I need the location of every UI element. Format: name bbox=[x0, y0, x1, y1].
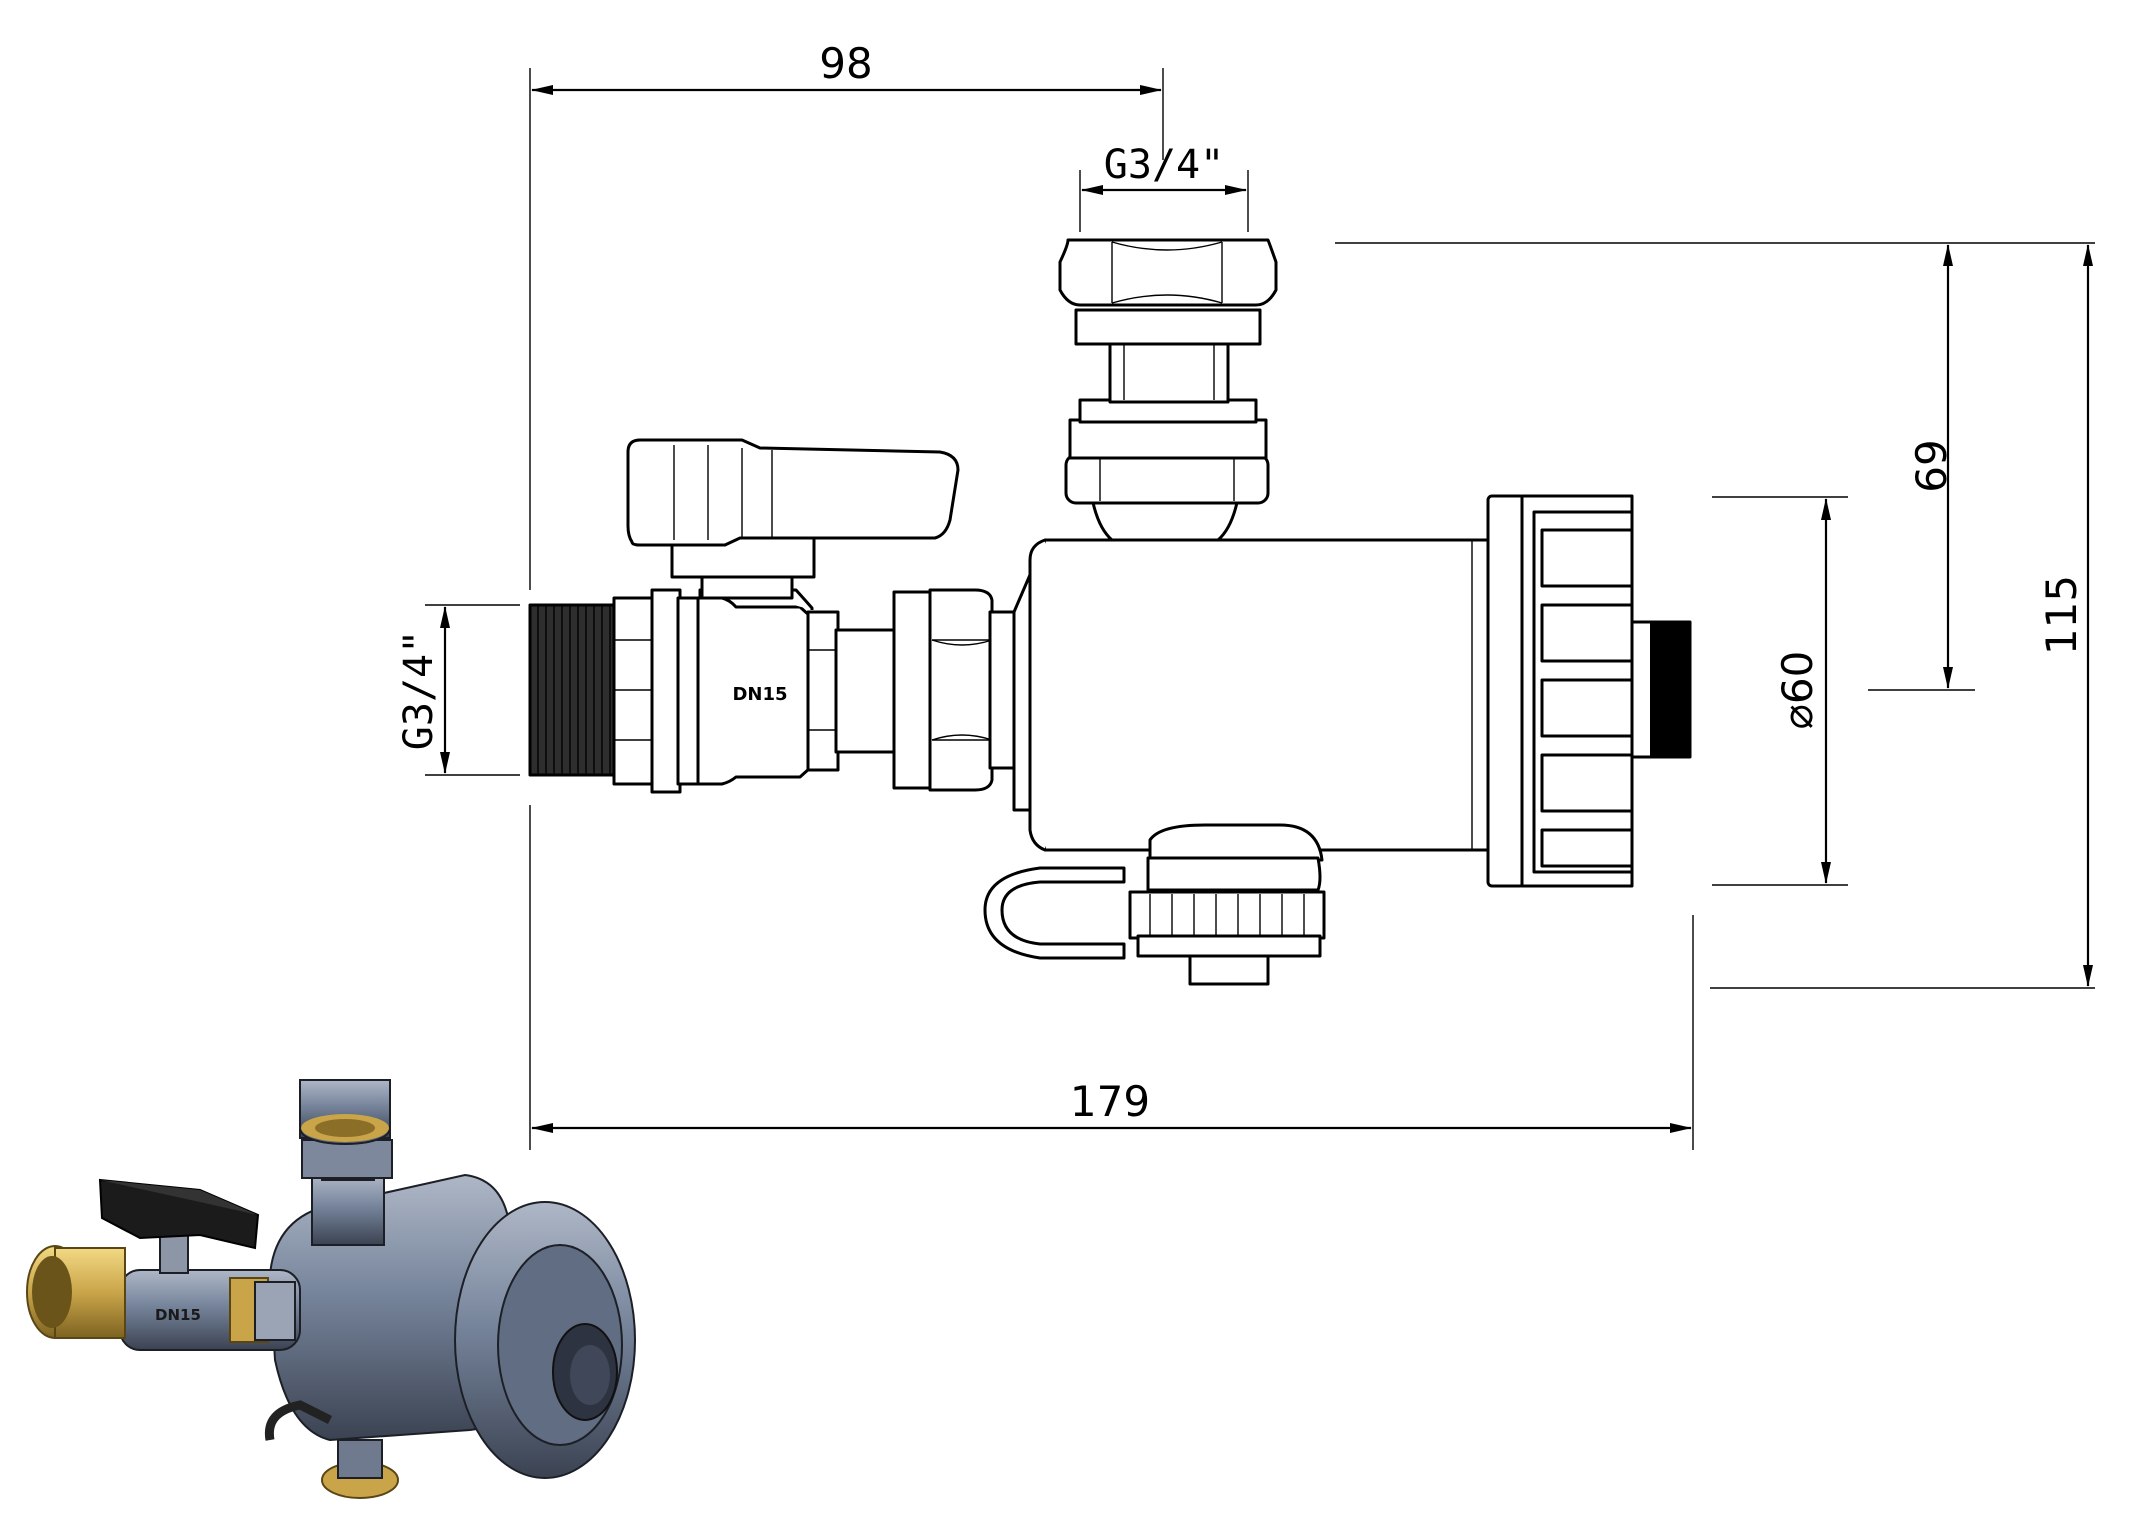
valve-handle bbox=[626, 438, 960, 600]
diameter-symbol: ⌀ bbox=[1773, 704, 1822, 729]
dim-label-69: 69 bbox=[1907, 439, 1956, 492]
dim-label-inlet-thread: G3/4" bbox=[396, 630, 442, 750]
dim-label-115: 115 bbox=[2037, 575, 2086, 655]
drain-assembly bbox=[983, 823, 1326, 986]
filter-body bbox=[1012, 538, 1490, 852]
dimension-98: 98 bbox=[529, 39, 1164, 590]
svg-text:⌀60: ⌀60 bbox=[1773, 651, 1822, 730]
dim-label-179: 179 bbox=[1070, 1077, 1150, 1126]
valve-engraving: DN15 bbox=[732, 684, 787, 705]
dimension-179: 179 bbox=[529, 805, 1694, 1150]
dimension-69: 69 bbox=[1335, 242, 2095, 691]
dim-label-60: 60 bbox=[1773, 651, 1822, 704]
dimension-115: 115 bbox=[1710, 244, 2095, 989]
filter-assembly-drawing: DN15 bbox=[528, 238, 1692, 986]
filter-cap bbox=[1486, 494, 1692, 888]
dimension-diameter-60: ⌀60 bbox=[1712, 496, 1848, 886]
dim-label-outlet-thread: G3/4" bbox=[1104, 142, 1224, 188]
iso-valve-engraving: DN15 bbox=[155, 1306, 201, 1324]
isometric-render: DN15 bbox=[26, 1079, 636, 1499]
dimension-inlet-thread: G3/4" bbox=[396, 604, 520, 776]
outlet-connector bbox=[1058, 238, 1278, 542]
dim-label-98: 98 bbox=[819, 39, 872, 88]
ball-valve-body: DN15 bbox=[612, 588, 898, 794]
inlet-thread bbox=[528, 603, 618, 777]
dimension-outlet-thread: G3/4" bbox=[1079, 142, 1249, 232]
union-nut bbox=[892, 588, 1016, 792]
